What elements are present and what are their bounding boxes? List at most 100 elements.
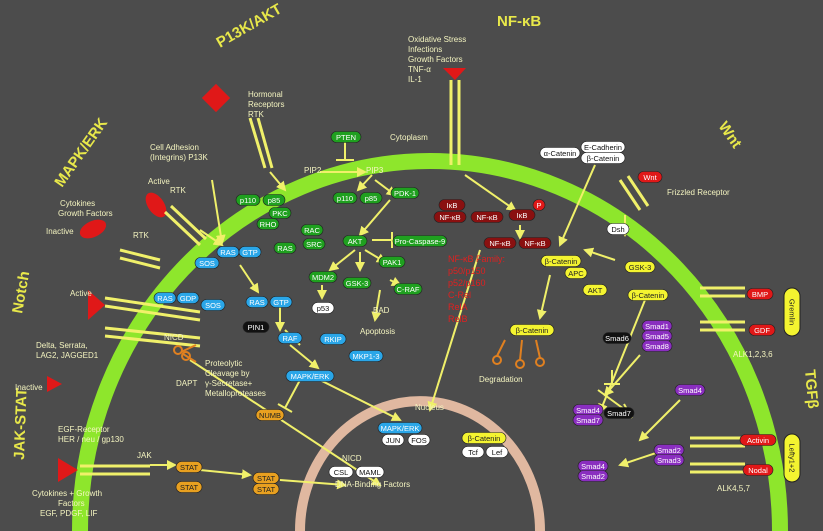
node-mkp13: MKP1-3 — [348, 350, 384, 362]
node-label-p-mark: P — [536, 201, 541, 210]
label-cyto-gf-2: Factors — [58, 499, 85, 508]
label-egf-2: HER / neu / gp130 — [58, 435, 124, 444]
node-label-rac: RAC — [304, 226, 320, 235]
node-label-b-catenin-top: β-Catenin — [587, 154, 620, 163]
node-label-raf: RAF — [283, 334, 298, 343]
node-label-b-catenin-apc: β-Catenin — [545, 257, 578, 266]
nucleus-membrane — [295, 396, 545, 531]
node-dsh: Dsh — [606, 223, 630, 235]
label-oxid-4: TNF-α — [408, 65, 431, 74]
node-nfkb-1: NF-κB — [433, 211, 467, 223]
node-sos-b: SOS — [200, 299, 226, 311]
label-delta-1: Delta, Serrata, — [36, 341, 88, 350]
node-pkc: PKC — [268, 207, 292, 219]
node-label-nfkb-1: NF-κB — [439, 213, 460, 222]
node-label-wnt: Wnt — [643, 173, 657, 182]
label-hormonal-1: Hormonal — [248, 90, 283, 99]
node-label-pro-casp: Pro-Caspase-9 — [395, 237, 445, 246]
node-label-numb: NUMB — [259, 411, 281, 420]
node-label-smad8: Smad8 — [645, 342, 669, 351]
label-oxid-5: IL-1 — [408, 75, 422, 84]
node-smad4-a: Smad4 — [674, 384, 706, 396]
node-sos-a: SOS — [194, 257, 220, 269]
node-label-smad1: Smad1 — [645, 322, 669, 331]
label-nicd-1: NICD — [164, 333, 184, 342]
label-apoptosis: Apoptosis — [360, 327, 395, 336]
node-smad6: Smad6 — [602, 332, 632, 344]
label-metallo: Metalloproteases — [205, 389, 266, 398]
node-b-catenin-deg: β-Catenin — [509, 324, 555, 336]
node-smad2-b: Smad2 — [577, 470, 609, 482]
node-label-csl: CSL — [334, 468, 349, 477]
node-label-gsk3-b: GSK-3 — [629, 263, 652, 272]
node-akt: AKT — [342, 235, 368, 247]
label-active-rtk: Active — [148, 177, 170, 186]
label-oxid-2: Infections — [408, 45, 442, 54]
node-label-gtp-b: GTP — [273, 298, 288, 307]
node-e-cadherin: E-Cadherin — [580, 141, 626, 153]
node-stat-a: STAT — [175, 461, 203, 473]
nfkb-family-4: C-Rel — [448, 290, 471, 300]
receptor-tgfb — [690, 286, 745, 474]
node-label-stat-a: STAT — [180, 463, 198, 472]
node-wnt: Wnt — [637, 171, 663, 183]
node-label-smad4-a: Smad4 — [678, 386, 702, 395]
node-b-catenin-apc: β-Catenin — [540, 255, 582, 267]
node-label-lef: Lef — [492, 448, 503, 457]
node-label-pin1: PIN1 — [248, 323, 265, 332]
node-label-a-catenin: α-Catenin — [544, 149, 577, 158]
node-rho: RHO — [256, 218, 280, 230]
node-label-akt-wnt: AKT — [588, 286, 603, 295]
node-label-bmp: BMP — [752, 290, 768, 299]
label-jak: JAK — [137, 451, 152, 460]
node-label-p110-b: p110 — [337, 194, 353, 203]
node-label-smad4-b: Smad4 — [576, 406, 600, 415]
node-label-maml: MAML — [359, 468, 381, 477]
label-egf-1: EGF-Receptor — [58, 425, 110, 434]
node-label-ikb-a: IκB — [447, 201, 458, 210]
title-wnt: Wnt — [715, 119, 745, 152]
node-pin1: PIN1 — [242, 321, 270, 333]
node-label-gdf: GDF — [754, 326, 770, 335]
label-cytoplasm: Cytoplasm — [390, 133, 428, 142]
node-ikb-b: IκB — [508, 209, 536, 221]
node-raf: RAF — [277, 332, 303, 344]
node-label-b-catenin-nuc: β-Catenin — [468, 434, 501, 443]
receptor-jak — [58, 458, 150, 482]
node-label-ras-a: RAS — [277, 244, 292, 253]
node-label-pten: PTEN — [336, 133, 356, 142]
node-lef: Lef — [485, 446, 509, 458]
node-smad4-b: Smad4 — [572, 404, 604, 416]
node-label-gsk3-a: GSK-3 — [346, 279, 369, 288]
node-label-gtp-a: GTP — [242, 248, 257, 257]
title-tgfb: TGFβ — [801, 369, 821, 409]
node-nfkb-4: NF-κB — [518, 237, 552, 249]
label-cytokines-1: Cytokines — [60, 199, 95, 208]
node-mapk-nuc: MAPK/ERK — [377, 422, 423, 434]
receptor-notch — [47, 290, 201, 392]
node-apc: APC — [564, 267, 588, 279]
node-ras-d: RAS — [245, 296, 269, 308]
label-rtk-mid: RTK — [133, 231, 150, 240]
node-pdk1: PDK-1 — [390, 187, 420, 199]
node-smad7-b: Smad7 — [603, 407, 635, 419]
node-jun: JUN — [381, 434, 405, 446]
node-smad5: Smad5 — [641, 330, 673, 342]
node-p110-b: p110 — [332, 192, 358, 204]
label-pip2: PIP2 — [304, 166, 322, 175]
node-ikb-a: IκB — [438, 199, 466, 211]
node-label-akt: AKT — [348, 237, 363, 246]
node-label-nfkb-2: NF-κB — [476, 213, 497, 222]
labels: Hormonal Receptors RTK Oxidative Stress … — [15, 35, 773, 518]
node-p110-a: p110 — [235, 194, 261, 206]
node-csl: CSL — [328, 466, 354, 478]
node-nfkb-2: NF-κB — [470, 211, 504, 223]
node-gdf: GDF — [748, 324, 776, 336]
node-tcf: Tcf — [461, 446, 485, 458]
scissors-icon-notch — [173, 344, 197, 363]
nfkb-family-2: p50/p150 — [448, 266, 486, 276]
label-proteolytic-3: γ-Secretase+ — [205, 379, 253, 388]
node-label-stat-c: STAT — [257, 474, 275, 483]
